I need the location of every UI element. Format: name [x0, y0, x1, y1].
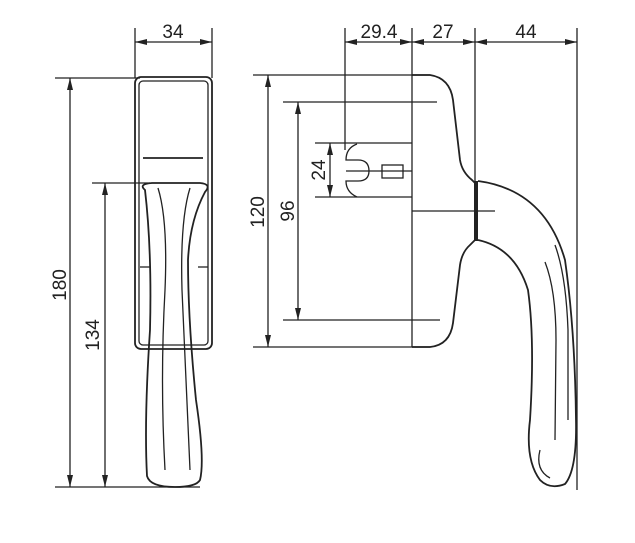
dim-134-label: 134 [83, 319, 104, 351]
side-view: 29.4 27 44 120 96 24 [248, 22, 578, 490]
dim-44-label: 44 [515, 22, 537, 43]
dim-180-label: 180 [50, 269, 71, 301]
front-view: 34 180 134 [50, 22, 213, 488]
dim-34-label: 34 [162, 22, 184, 43]
base-plate [134, 76, 213, 350]
dim-29-4-label: 29.4 [361, 22, 398, 43]
dim-24-label: 24 [309, 159, 330, 181]
handle-lever [477, 180, 577, 488]
handle-neck [474, 181, 478, 241]
dim-120-label: 120 [248, 196, 269, 228]
handle-grip-front [141, 182, 209, 488]
rosette-outline [412, 74, 476, 348]
dim-27-label: 27 [432, 22, 453, 43]
dim-96-label: 96 [278, 200, 299, 221]
